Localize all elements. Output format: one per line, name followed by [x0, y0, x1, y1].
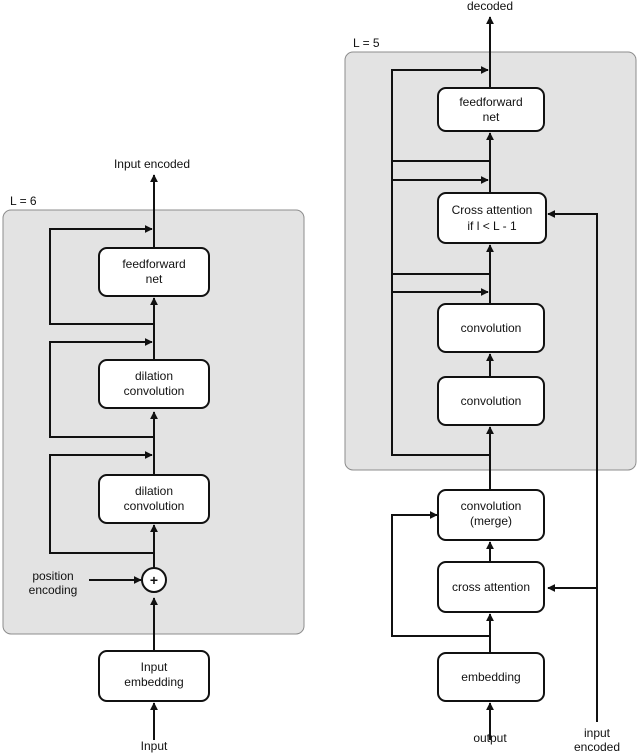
decoder-input-label: output [473, 731, 507, 745]
encoder: L = 6 feedforward net dilation [2, 157, 305, 753]
decoder-cross-attention-conditional-box: Cross attention if l < L - 1 [437, 192, 547, 244]
encoder-dilation-upper-label-1: dilation [135, 369, 173, 383]
add-symbol: + [150, 572, 158, 588]
position-encoding-label-1: position [32, 569, 73, 583]
decoder-connections [391, 16, 598, 740]
decoder-feedforward-box: feedforward net [437, 87, 545, 132]
encoder-feedforward-label-1: feedforward [122, 257, 185, 271]
encoder-dilation-upper-label-2: convolution [124, 384, 185, 398]
encoder-dilation-conv-lower-box: dilation convolution [98, 474, 210, 524]
decoder-layer-count: L = 5 [353, 36, 380, 50]
encoder-embedding-label-1: Input [141, 660, 168, 674]
input-encoded-label-2: encoded [574, 740, 620, 753]
encoder-embedding-box: Input embedding [98, 650, 210, 702]
decoder-feedforward-label-1: feedforward [459, 95, 522, 109]
decoder-feedforward-label-2: net [483, 110, 500, 124]
decoder-convolution-merge-label-2: (merge) [470, 514, 512, 528]
decoder-convolution-merge-box: convolution (merge) [437, 489, 545, 541]
encoder-feedforward-box: feedforward net [98, 247, 210, 297]
input-encoded-label-1: input [584, 726, 611, 740]
decoder-convolution-upper-label: convolution [461, 321, 522, 335]
decoder-cross-attention-conditional-label-1: Cross attention [452, 203, 533, 217]
encoder-dilation-conv-upper-box: dilation convolution [98, 359, 210, 409]
decoder-embedding-label: embedding [461, 670, 520, 684]
encoder-input-label: Input [141, 739, 168, 753]
encoder-dilation-lower-label-2: convolution [124, 499, 185, 513]
encoder-feedforward-label-2: net [146, 272, 163, 286]
position-encoding-label-2: encoding [29, 583, 78, 597]
decoder-cross-attention-label: cross attention [452, 580, 530, 594]
decoder-convolution-lower-box: convolution [437, 376, 545, 426]
encoder-embedding-label-2: embedding [124, 675, 183, 689]
decoder-convolution-lower-label: convolution [461, 394, 522, 408]
encoder-dilation-lower-label-1: dilation [135, 484, 173, 498]
encoder-layer-count: L = 6 [10, 194, 37, 208]
decoder-cross-attention-box: cross attention [437, 561, 545, 613]
decoder-convolution-merge-label-1: convolution [461, 499, 522, 513]
encoder-connections [49, 174, 158, 740]
decoder-output-label: decoded [467, 0, 513, 13]
encoder-output-label: Input encoded [114, 157, 190, 171]
decoder-embedding-box: embedding [437, 652, 545, 702]
decoder-cross-attention-conditional-label-2: if l < L - 1 [467, 219, 517, 233]
decoder-convolution-upper-box: convolution [437, 303, 545, 353]
encoder-add-node: + [141, 567, 167, 593]
decoder: L = 5 feedforward n [344, 0, 637, 753]
